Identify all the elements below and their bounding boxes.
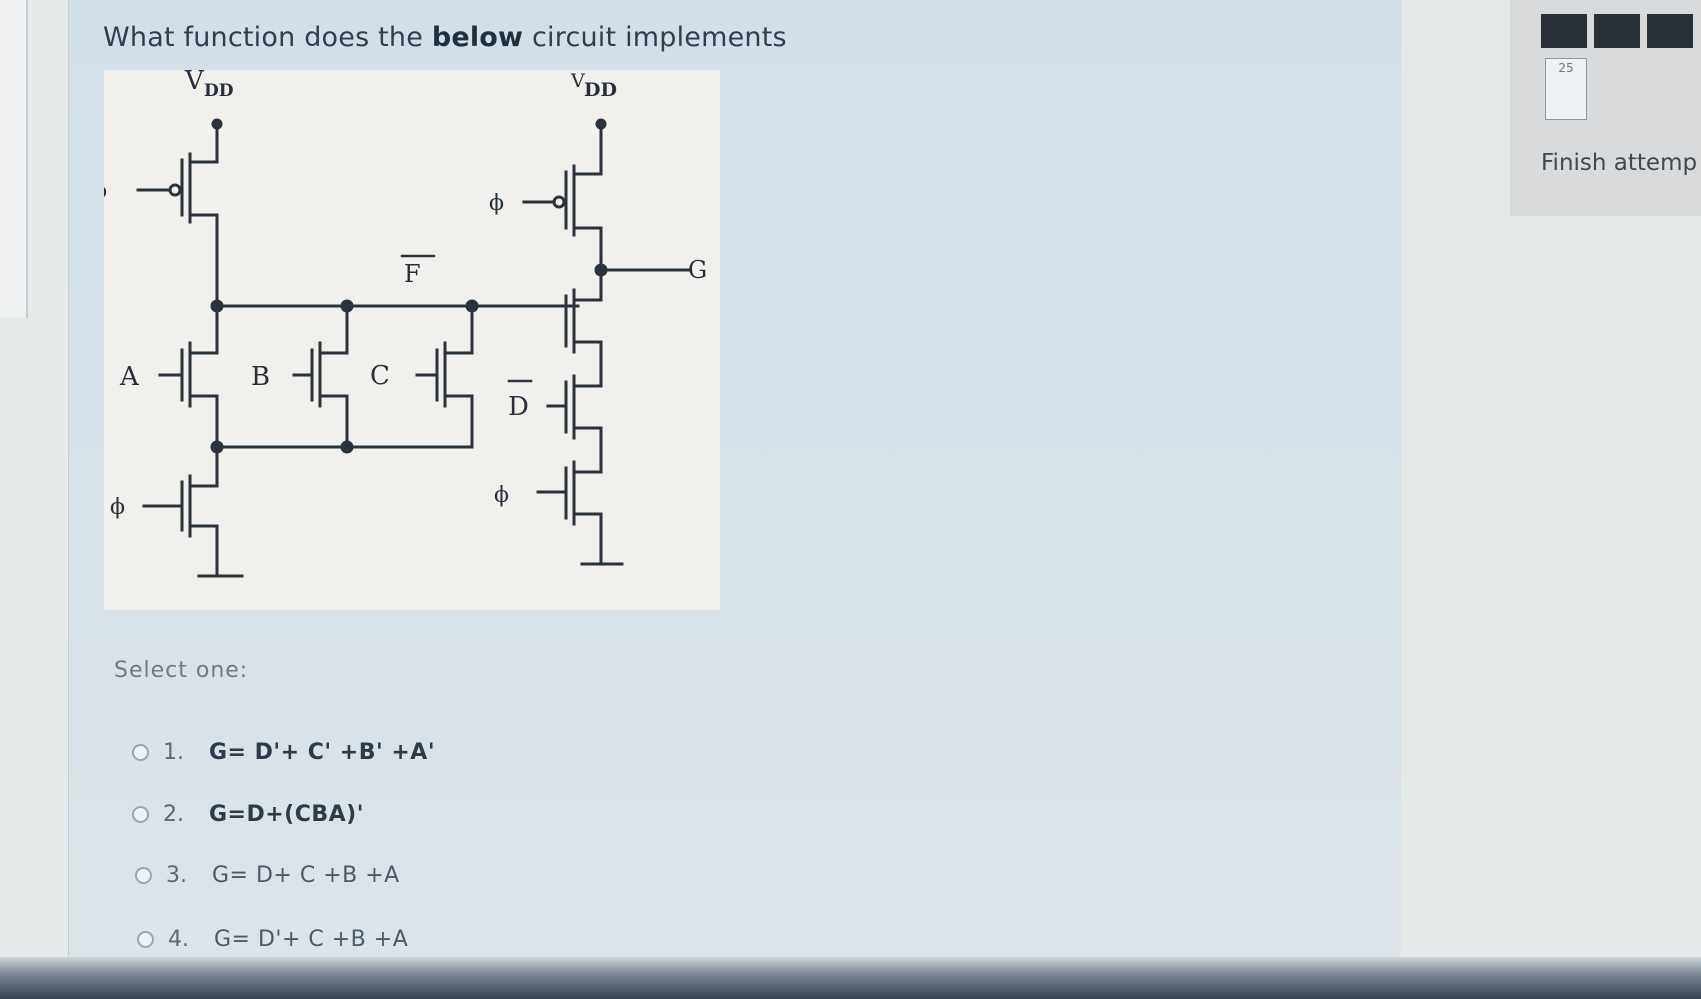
radio-option-1[interactable] <box>132 744 149 761</box>
option-3-text: G= D+ C +B +A <box>212 863 400 888</box>
option-1-text: G= D'+ C' +B' +A' <box>209 740 436 765</box>
radio-option-3[interactable] <box>135 867 152 884</box>
nav-question-square[interactable] <box>1541 14 1587 48</box>
answer-option-4[interactable]: 4. G= D'+ C +B +A <box>137 927 408 952</box>
g-output-label: G <box>688 256 707 284</box>
b-input-label: B <box>251 362 270 392</box>
select-one-prompt: Select one: <box>114 658 249 683</box>
bottom-bar <box>0 957 1701 999</box>
answer-option-2[interactable]: 2. G=D+(CBA)' <box>132 802 364 827</box>
vdd-right-label: V <box>570 70 585 92</box>
a-input-label: A <box>119 362 140 392</box>
left-panel-edge <box>0 0 28 318</box>
option-2-number: 2. <box>163 802 184 827</box>
vdd-left-subscript: DD <box>204 81 234 101</box>
option-4-number: 4. <box>168 927 189 952</box>
f-bar-label: F <box>404 260 421 288</box>
nav-question-box-current[interactable]: 25 <box>1545 58 1587 120</box>
phi-label-left-top: ϕ <box>104 179 107 204</box>
question-text: What function does the below circuit imp… <box>103 22 787 53</box>
circuit-diagram: V DD V DD ϕ ϕ F G A B C D ϕ ϕ <box>104 70 720 610</box>
c-input-label: C <box>370 361 390 391</box>
phi-label-left-bottom: ϕ <box>110 495 125 520</box>
option-4-text: G= D'+ C +B +A <box>214 927 409 952</box>
answer-option-1[interactable]: 1. G= D'+ C' +B' +A' <box>132 740 435 765</box>
finish-attempt-link[interactable]: Finish attemp <box>1541 150 1698 176</box>
circuit-svg: V DD V DD ϕ ϕ F G A B C D ϕ ϕ <box>104 70 707 578</box>
d-bar-input-label: D <box>508 392 529 422</box>
option-3-number: 3. <box>166 863 187 888</box>
nav-question-square[interactable] <box>1647 14 1693 48</box>
option-2-text: G=D+(CBA)' <box>209 802 364 827</box>
radio-option-2[interactable] <box>132 806 149 823</box>
phi-label-right-bottom: ϕ <box>494 483 509 508</box>
nav-question-number: 25 <box>1558 61 1574 75</box>
vdd-right-subscript: DD <box>584 79 617 101</box>
phi-label-right-top: ϕ <box>489 191 504 216</box>
nav-question-square[interactable] <box>1594 14 1640 48</box>
vdd-left-label: V <box>184 70 205 96</box>
radio-option-4[interactable] <box>137 931 154 948</box>
option-1-number: 1. <box>163 740 184 765</box>
answer-option-3[interactable]: 3. G= D+ C +B +A <box>135 863 400 888</box>
question-emphasis: below <box>431 22 524 53</box>
